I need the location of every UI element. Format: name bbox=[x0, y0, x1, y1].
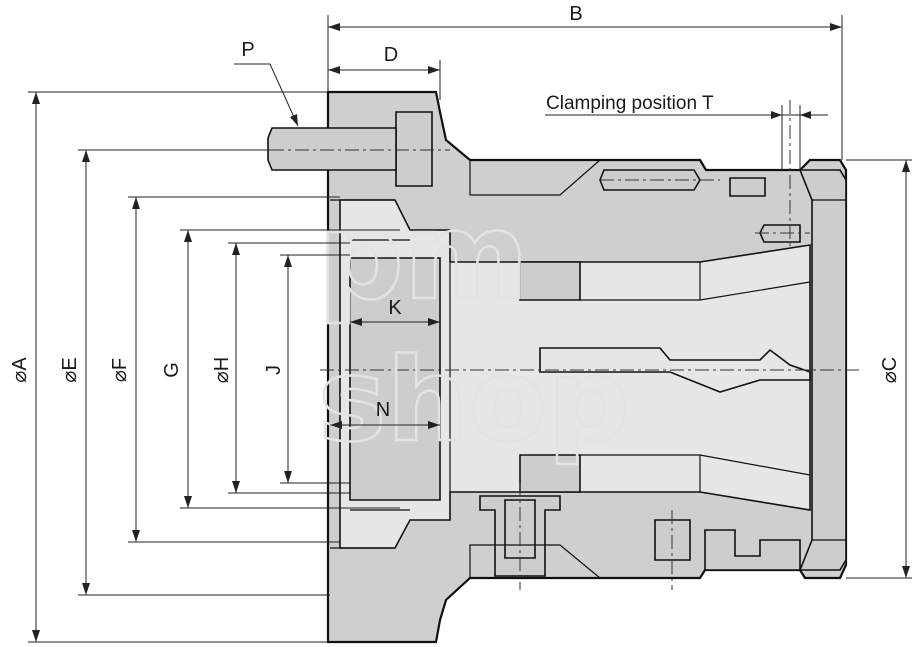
label-g: G bbox=[161, 362, 183, 378]
label-e: ⌀E bbox=[59, 357, 81, 382]
label-a: ⌀A bbox=[9, 357, 31, 383]
label-clamping-position: Clamping position T bbox=[546, 93, 714, 114]
watermark-top: pm bbox=[318, 188, 529, 327]
dimension-lines bbox=[28, 15, 912, 643]
watermark: pm shop bbox=[317, 187, 631, 470]
center-lines bbox=[245, 100, 860, 590]
label-b: B bbox=[569, 3, 582, 25]
dimension-labels: B D P Clamping position T K N ⌀A ⌀E ⌀F G… bbox=[9, 3, 901, 421]
label-p: P bbox=[241, 39, 254, 61]
label-d: D bbox=[384, 44, 398, 66]
label-f: ⌀F bbox=[109, 358, 131, 382]
label-c: ⌀C bbox=[879, 357, 901, 383]
watermark-bottom: shop bbox=[318, 334, 630, 468]
label-j: J bbox=[263, 365, 285, 375]
label-k: K bbox=[388, 297, 402, 319]
label-h: ⌀H bbox=[211, 357, 233, 383]
label-n: N bbox=[376, 399, 390, 421]
